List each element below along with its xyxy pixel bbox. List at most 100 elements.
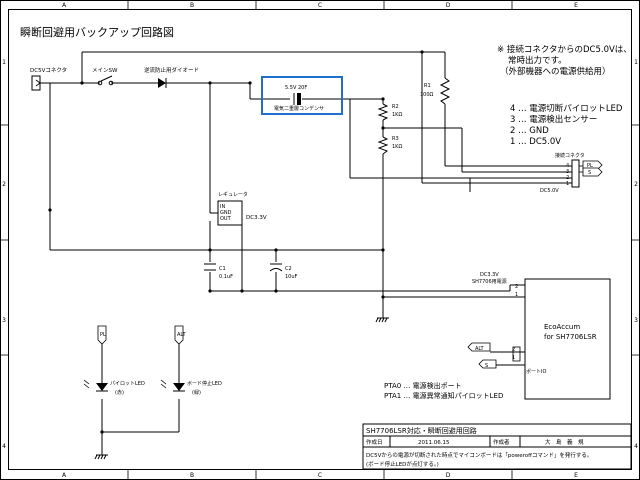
regulator-box [217, 200, 243, 226]
row-label-left-1: 1 [2, 59, 6, 66]
note-line-1: ※ 接続コネクタからのDC5.0Vは、 [497, 44, 632, 55]
note-line-3: （外部機器への電源供給用） [500, 66, 611, 77]
row-label-right-1: 1 [634, 59, 638, 66]
pta1-note: PTA1 … 電源異常通知パイロットLED [384, 391, 503, 400]
c1-name: C1 [219, 266, 226, 272]
row-label-left-3: 3 [2, 317, 6, 324]
title-block-author-label: 作成者 [493, 438, 510, 446]
main-switch-label: メインSW [92, 68, 118, 74]
r2-value: 1KΩ [392, 112, 402, 118]
pilot-led-label: パイロットLED [110, 381, 145, 387]
junction-dots [48, 50, 424, 434]
board-io-pin-2: 2 [512, 347, 515, 353]
regulator-pin-gnd: GND [220, 210, 232, 216]
row-label-left-4: 4 [2, 443, 6, 450]
c2-value: 10uF [285, 274, 298, 280]
col-label-bottom-a: A [62, 472, 67, 479]
output-connector-label: 接続コネクタ [555, 152, 585, 159]
board-port-label: ポートIO [526, 368, 546, 375]
board-name-line-1: EcoAccum [544, 323, 580, 331]
supercap-symbol [293, 93, 301, 105]
output-connector-pin-2: 2 [566, 175, 569, 181]
board-stop-led-color: (緑) [192, 389, 201, 396]
supply-label-name: SH7706用電源 [472, 278, 507, 285]
r1-symbol [439, 77, 451, 105]
regulator-pin-in: IN [220, 204, 225, 210]
pin-legend-2: 2 … GND [510, 126, 549, 136]
col-label-bottom-e: E [574, 472, 578, 479]
col-label-top-e: E [574, 2, 578, 9]
drawing-title: 瞬断回避用バックアップ回路図 [20, 25, 174, 39]
led1-pl-tag: PL [100, 332, 106, 338]
s-tag: S [588, 170, 591, 176]
supercap-highlight-box [261, 76, 343, 115]
output-connector-symbol [571, 159, 603, 188]
col-label-bottom-d: D [446, 472, 451, 479]
note-line-2: 常時出力です。 [508, 55, 567, 66]
alt-tag: ALT [475, 346, 485, 352]
col-label-bottom-b: B [190, 472, 194, 479]
col-label-top-b: B [190, 2, 194, 9]
output-connector-dc-label: DC5.0V [540, 188, 559, 194]
ecoaccum-board [524, 278, 611, 400]
row-label-right-2: 2 [634, 181, 638, 188]
c2-name: C2 [285, 266, 292, 272]
supercap-value: 5.5V 20F [285, 85, 307, 91]
row-label-left-2: 2 [2, 181, 6, 188]
pilot-led-symbol [83, 325, 108, 392]
board-supply-pin-2: 2 [515, 284, 518, 290]
board-stop-led-symbol [160, 325, 185, 392]
pin-legend-3: 3 … 電源検出センサー [510, 114, 597, 125]
c1-value: 0.1uF [219, 274, 233, 280]
c2-symbol [269, 263, 283, 272]
title-block-frame [362, 423, 632, 470]
board-supply-pin-1: 1 [515, 292, 518, 298]
col-label-top-d: D [446, 2, 451, 9]
title-block-author: 大 島 義 規 [545, 438, 584, 446]
wires [40, 51, 572, 455]
row-label-right-4: 4 [634, 443, 638, 450]
board-io-pin-1: 1 [512, 355, 515, 361]
output-connector-pin-1: 1 [566, 181, 569, 187]
board-stop-led-label: ボード停止LED [187, 380, 222, 387]
led2-alt-tag: ALT [177, 332, 187, 338]
regulator-pin-out: OUT [220, 216, 232, 222]
title-block-description-1: DC5Vからの電源が切断された時点でマイコンボードは「poweroffコマンド」… [366, 451, 592, 459]
dc5v-connector-label: DC5Vコネクタ [30, 66, 67, 74]
regulator-label: レギュレータ [218, 191, 248, 198]
board-name-line-2: for SH7706LSR [544, 333, 597, 341]
title-block-description-2: (ボード停止LEDが点灯する。) [366, 460, 439, 468]
r3-value: 1KΩ [392, 144, 402, 150]
col-label-top-c: C [318, 2, 322, 9]
pl-tag: PL [587, 163, 593, 169]
r2-symbol [377, 103, 389, 121]
output-connector-pin-4: 4 [566, 163, 569, 169]
col-label-top-a: A [62, 2, 67, 9]
diode-label: 逆流防止用ダイオード [144, 66, 199, 74]
alt-tag-symbol [467, 342, 497, 369]
row-label-right-3: 3 [634, 317, 638, 324]
r1-value: 100Ω [420, 92, 434, 98]
c1-symbol [204, 263, 216, 271]
regulator-output-label: DC3.3V [246, 215, 267, 221]
dc5v-connector-symbol [31, 75, 41, 91]
r3-name: R3 [392, 136, 399, 142]
s-tag-board: S [485, 363, 488, 369]
pilot-led-color: (赤) [115, 390, 124, 396]
r1-name: R1 [424, 83, 431, 89]
title-block-title: SH7706LSR対応・瞬断回避用回路 [366, 426, 477, 435]
board-io-header [512, 346, 521, 362]
supercap-label: 電気二重層コンデンサ [274, 105, 324, 112]
r2-name: R2 [392, 104, 399, 110]
title-block-created-label: 作成日 [366, 438, 383, 446]
pta0-note: PTA0 … 電源検出ポート [384, 381, 462, 390]
main-switch-symbol [97, 75, 114, 86]
output-connector-pin-3: 3 [566, 169, 569, 175]
r3-symbol [377, 136, 389, 155]
diode-symbol [158, 78, 167, 88]
title-block-created-date: 2011.06.15 [418, 440, 450, 446]
supply-label-voltage: DC3.3V [480, 272, 499, 278]
ground-symbols [94, 317, 389, 460]
